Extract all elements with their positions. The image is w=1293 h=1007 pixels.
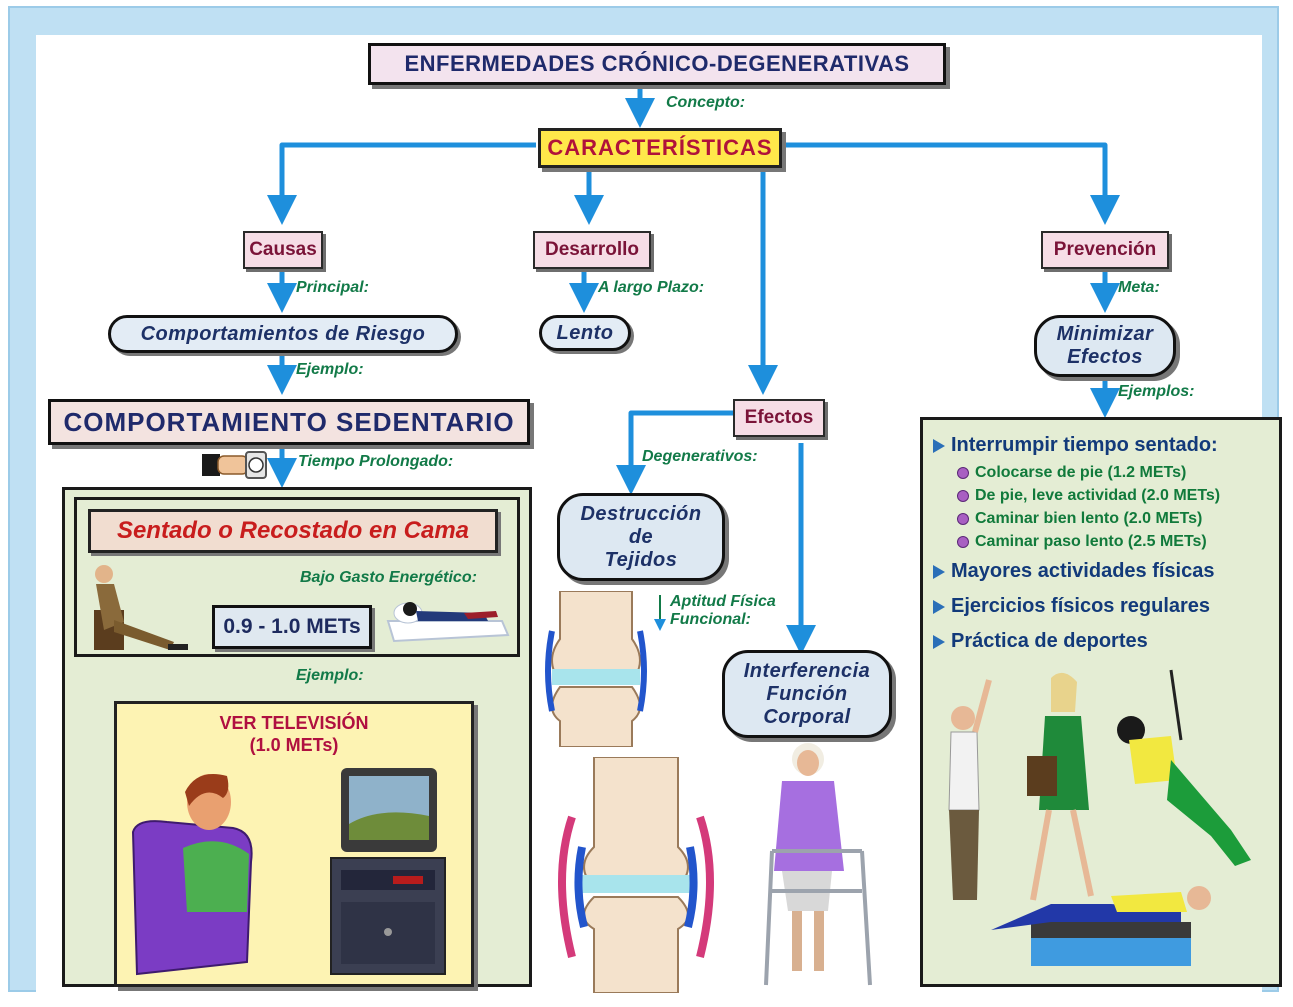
ejemplos-label: Ejemplos: bbox=[1118, 383, 1195, 400]
caracteristicas-box: CARACTERÍSTICAS bbox=[538, 128, 782, 168]
triangle-bullet-icon bbox=[933, 634, 945, 649]
minimizar-efectos-pill: Minimizar Efectos bbox=[1034, 315, 1176, 377]
meta-label: Meta: bbox=[1118, 279, 1160, 296]
triangle-bullet-icon bbox=[933, 599, 945, 614]
woman-in-bed-illustration bbox=[386, 602, 510, 643]
desarrollo-box: Desarrollo bbox=[533, 231, 651, 269]
ejemplo-label: Ejemplo: bbox=[296, 361, 364, 378]
active-people-illustration bbox=[948, 669, 1251, 966]
destruccion-tejidos-pill: Destrucción de Tejidos bbox=[557, 493, 725, 581]
prevencion-item-1: Mayores actividades físicas bbox=[933, 560, 1214, 583]
largo-plazo-label: A largo Plazo: bbox=[598, 279, 705, 296]
aptitud-label-2: Funcional: bbox=[670, 611, 751, 628]
aptitud-label-1: Aptitud Física bbox=[670, 593, 776, 610]
prevencion-item-2: Ejercicios físicos regulares bbox=[933, 595, 1210, 618]
comportamientos-riesgo-pill: Comportamientos de Riesgo bbox=[108, 315, 458, 353]
triangle-bullet-icon bbox=[933, 564, 945, 579]
concept-map: ENFERMEDADES CRÓNICO-DEGENERATIVAS Conce… bbox=[36, 35, 1282, 993]
efectos-box: Efectos bbox=[733, 399, 825, 437]
prevencion-item-3: Práctica de deportes bbox=[933, 630, 1148, 653]
lento-pill: Lento bbox=[539, 315, 631, 351]
interferencia-funcion-pill: Interferencia Función Corporal bbox=[722, 650, 892, 738]
arrow-to-causas bbox=[267, 142, 536, 225]
prevencion-subitem-2: Caminar bien lento (2.0 METs) bbox=[957, 510, 1202, 528]
elderly-walker-illustration bbox=[764, 743, 872, 986]
sentado-recostado-box: Sentado o Recostado en Cama bbox=[88, 509, 498, 553]
ejemplo-tv-label: Ejemplo: bbox=[296, 667, 364, 684]
degenerativos-label: Degenerativos: bbox=[642, 448, 758, 465]
tiempo-prolongado-label: Tiempo Prolongado: bbox=[298, 453, 454, 470]
causas-box: Causas bbox=[243, 231, 323, 269]
mets-box: 0.9 - 1.0 METs bbox=[212, 605, 372, 649]
main-title: ENFERMEDADES CRÓNICO-DEGENERATIVAS bbox=[368, 43, 946, 85]
tv-watching-illustration bbox=[131, 768, 446, 976]
prevencion-subitem-3: Caminar paso lento (2.5 METs) bbox=[957, 533, 1207, 551]
knee-joint-healthy-illustration bbox=[545, 591, 647, 747]
circle-bullet-icon bbox=[957, 512, 969, 525]
knee-joint-damaged-illustration bbox=[558, 757, 714, 993]
principal-label: Principal: bbox=[296, 279, 369, 296]
triangle-bullet-icon bbox=[933, 438, 945, 453]
comportamiento-sedentario-box: COMPORTAMIENTO SEDENTARIO bbox=[48, 399, 530, 445]
prevencion-box: Prevención bbox=[1041, 231, 1169, 269]
arrow-efectos-to-destruccion bbox=[616, 410, 733, 495]
arrow-to-prevencion bbox=[784, 142, 1120, 225]
circle-bullet-icon bbox=[957, 489, 969, 502]
prevencion-panel: Interrumpir tiempo sentado: Colocarse de… bbox=[920, 417, 1282, 987]
circle-bullet-icon bbox=[957, 466, 969, 479]
tv-mets: (1.0 METs) bbox=[249, 735, 339, 755]
concepto-label: Concepto: bbox=[666, 94, 746, 111]
tv-title: VER TELEVISIÓN bbox=[219, 713, 369, 733]
prevencion-subitem-1: De pie, leve actividad (2.0 METs) bbox=[957, 487, 1220, 505]
page-frame: ENFERMEDADES CRÓNICO-DEGENERATIVAS Conce… bbox=[8, 6, 1282, 993]
circle-bullet-icon bbox=[957, 535, 969, 548]
prevencion-item-0: Interrumpir tiempo sentado: bbox=[933, 434, 1218, 457]
watch-icon bbox=[202, 451, 267, 479]
prevencion-subitem-0: Colocarse de pie (1.2 METs) bbox=[957, 464, 1186, 482]
tv-panel: VER TELEVISIÓN (1.0 METs) bbox=[114, 701, 474, 987]
bajo-gasto-label: Bajo Gasto Energético: bbox=[300, 569, 477, 586]
man-reclining-illustration bbox=[94, 565, 188, 650]
